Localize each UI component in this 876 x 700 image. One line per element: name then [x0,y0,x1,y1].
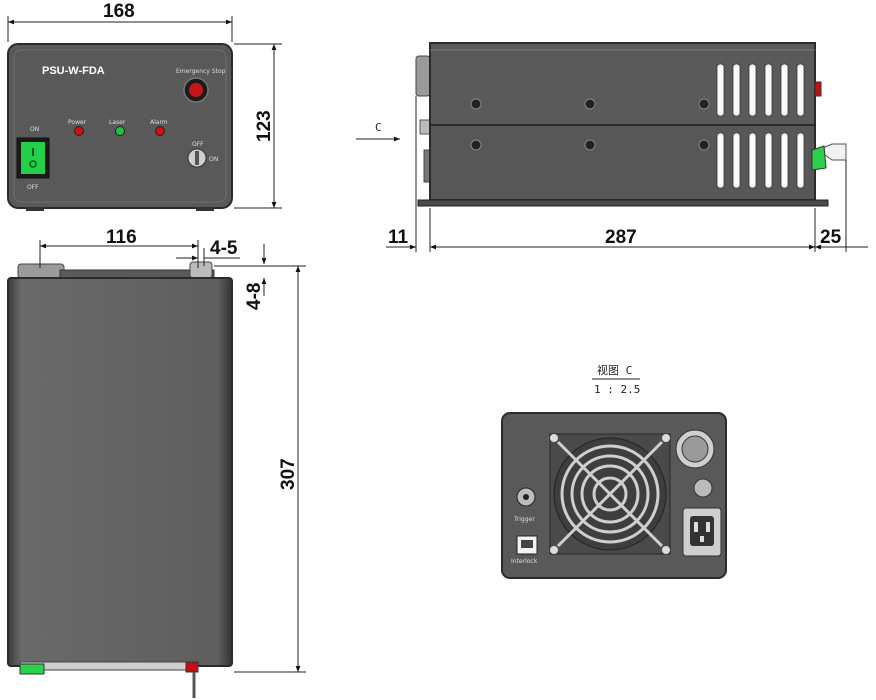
indicator-power-label: Power [68,119,87,126]
side-body-lower [429,124,816,201]
trigger-label: Trigger [513,516,535,523]
dim-top-307: 307 [278,458,299,490]
view-arrow-label: C [375,121,382,134]
switch-on-label: ON [30,126,39,133]
key-off-label: OFF [192,141,204,148]
dim-top-4-8: 4-8 [244,283,265,310]
dim-side-287: 287 [605,227,637,248]
switch-off-label: OFF [27,184,39,191]
indicator-laser-label: Laser [109,119,126,126]
rear-view-title: 视图 C [597,363,632,377]
dim-top-116: 116 [106,227,137,248]
fan-icon [549,433,671,555]
green-switch-side [811,145,827,171]
side-knob [415,55,431,97]
front-view: PSU-W-FDA Emergency Stop Power Laser Ala… [7,1,282,211]
side-view: C 11 287 25 [356,42,868,252]
dim-height-123: 123 [254,110,275,142]
model-label: PSU-W-FDA [42,65,105,77]
indicator-alarm-label: Alarm [150,119,168,126]
interlock-label: Interlock [511,558,538,565]
side-vents [716,63,805,189]
rear-view-scale: 1 : 2.5 [594,383,640,396]
side-body-upper [429,42,816,126]
dim-width-168: 168 [103,1,135,22]
rear-view: 视图 C 1 : 2.5 Trigger Interlock [501,363,727,579]
screws [470,98,710,151]
power-led-icon [74,126,84,136]
dim-top-4-5: 4-5 [210,238,238,259]
dim-side-25: 25 [820,227,842,248]
alarm-led-icon [155,126,165,136]
key-on-label: ON [209,156,218,163]
top-view: 116 4-5 4-8 307 [7,227,306,698]
laser-led-icon [115,126,125,136]
emergency-stop-label: Emergency Stop [176,68,226,75]
top-body [7,277,233,667]
dim-side-11: 11 [388,227,409,248]
